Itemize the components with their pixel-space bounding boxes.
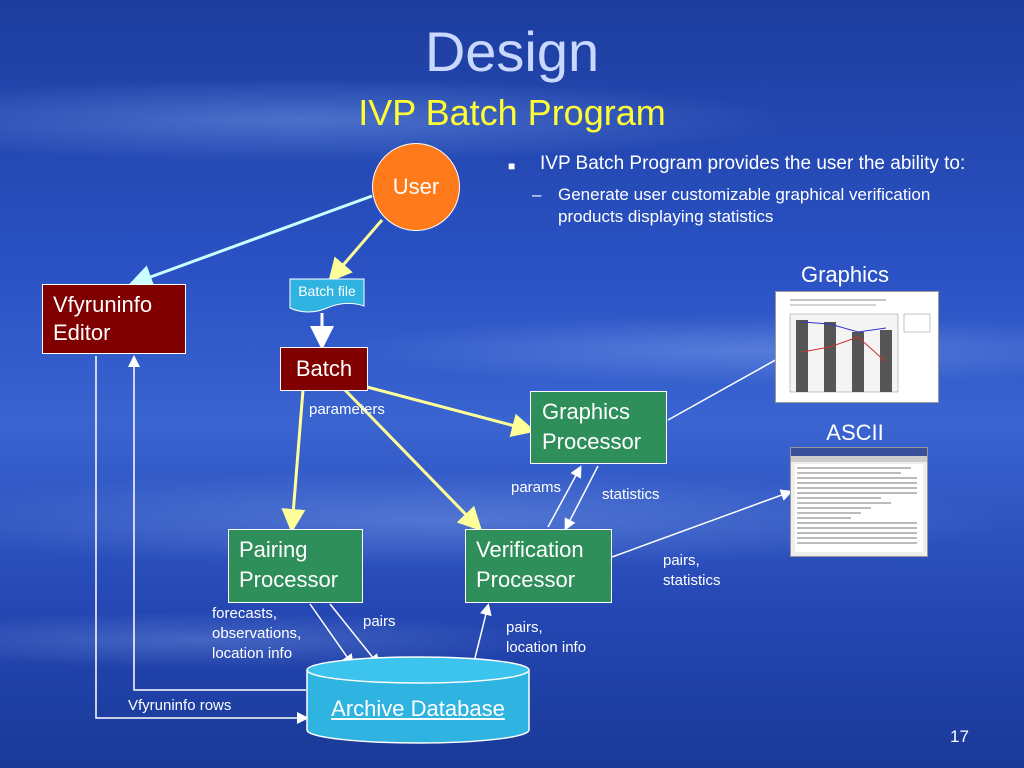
arrow-archive-to-verification [473, 603, 492, 663]
archive-database-label: Archive Database [331, 696, 505, 721]
bullet-text: IVP Batch Program provides the user the … [540, 153, 966, 174]
graphics-processor-line2: Processor [542, 429, 642, 454]
label-params: params [511, 479, 562, 496]
arrow-archive-to-pairing [329, 603, 380, 667]
label-pairs-statistics: pairs, statistics [663, 551, 721, 591]
arrow-archive-to-editor [128, 355, 306, 691]
label-forecasts-line1: forecasts, [212, 605, 278, 622]
label-parameters: parameters [309, 401, 385, 418]
label-forecasts-line3: location info [212, 645, 293, 662]
label-pairs: pairs [363, 613, 396, 630]
sub-bullet-text: Generate user customizable graphical ver… [558, 185, 931, 226]
page-number: 17 [950, 727, 969, 746]
arrow-editor-to-archive [95, 356, 309, 724]
label-vfyruninfo-rows: Vfyruninfo rows [128, 697, 232, 714]
sub-bullet-item: – Generate user customizable graphical v… [532, 184, 978, 228]
arrow-batch-to-pairing [281, 389, 306, 533]
label-pairs-location-line2: location info [506, 639, 587, 656]
vfyruninfo-editor-node[interactable]: Vfyruninfo Editor [42, 284, 186, 354]
slide-subtitle: IVP Batch Program [358, 92, 666, 133]
square-bullet-icon: ■ [508, 159, 516, 173]
bullet-item: ■ IVP Batch Program provides the user th… [508, 152, 978, 176]
arrow-batch-to-graphics [366, 385, 536, 438]
arrow-user-to-editor [128, 194, 373, 289]
bullet-list: ■ IVP Batch Program provides the user th… [508, 152, 978, 228]
label-forecasts-line2: observations, [212, 625, 302, 642]
ascii-output-thumbnail [790, 447, 928, 557]
graphics-processor-node[interactable]: Graphics Processor [530, 391, 667, 464]
graphics-output-label: Graphics [800, 262, 890, 287]
arrow-pairing-to-archive [309, 603, 354, 667]
label-forecasts: forecasts, observations, location info [212, 604, 301, 664]
label-pairs-statistics-line2: statistics [663, 572, 721, 589]
editor-label-line2: Editor [53, 320, 111, 345]
dash-bullet-icon: – [532, 185, 542, 204]
verification-processor-line2: Processor [476, 567, 576, 592]
verification-processor-line1: Verification [476, 537, 584, 562]
pairing-processor-line1: Pairing [239, 537, 308, 562]
arrow-to-graphics-output [667, 351, 791, 421]
arrow-batch-to-verification [343, 388, 483, 532]
user-node[interactable]: User [372, 143, 460, 231]
graphics-processor-line1: Graphics [542, 399, 631, 424]
text-window-icon [791, 448, 927, 552]
archive-database-cylinder[interactable] [306, 656, 530, 746]
chart-thumbnail-icon [789, 299, 931, 393]
slide-title: Design [424, 20, 600, 83]
batch-file-label: Batch file [298, 283, 356, 299]
ascii-output-label: ASCII [826, 420, 884, 445]
batch-label: Batch [295, 356, 353, 381]
user-label: User [392, 174, 440, 199]
arrow-user-to-batchfile [328, 219, 384, 283]
editor-label-line1: Vfyruninfo [53, 292, 153, 317]
batch-file-node[interactable] [289, 278, 365, 314]
label-pairs-location-line1: pairs, [506, 619, 543, 636]
arrow-graphics-to-verification [564, 465, 599, 531]
arrow-to-ascii [611, 489, 793, 558]
verification-processor-node[interactable]: Verification Processor [465, 529, 612, 603]
label-pairs-location: pairs, location info [506, 618, 586, 658]
pairing-processor-node[interactable]: Pairing Processor [228, 529, 363, 603]
graphics-output-thumbnail [775, 291, 939, 403]
label-statistics: statistics [602, 486, 660, 503]
arrow-verification-to-graphics [547, 465, 582, 528]
batch-node[interactable]: Batch [280, 347, 368, 391]
label-pairs-statistics-line1: pairs, [663, 552, 700, 569]
pairing-processor-line2: Processor [239, 567, 339, 592]
